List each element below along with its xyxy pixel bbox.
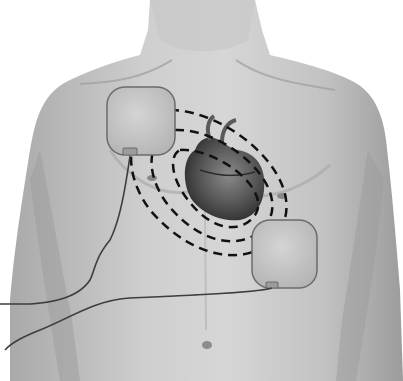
neck-shadow [150,0,255,51]
electrode-pad-left [107,87,175,155]
electrode-pad-right [252,220,317,288]
navel [202,341,212,349]
abdomen-line [205,210,206,330]
nipple-left [147,175,157,181]
